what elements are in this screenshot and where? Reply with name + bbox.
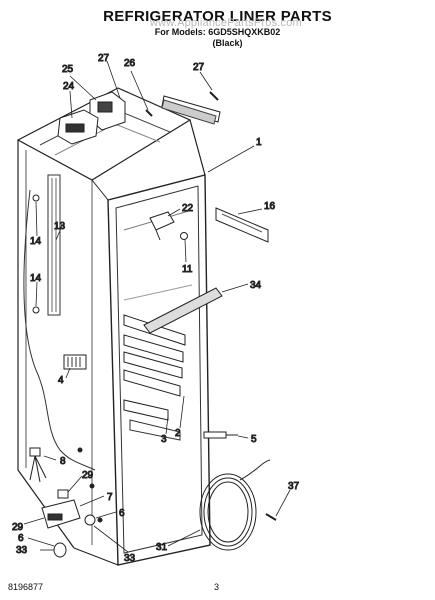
callout-22: 22 (182, 203, 194, 214)
page-title: REFRIGERATOR LINER PARTS (103, 8, 332, 25)
callout-numbers: 25 27 26 27 24 1 22 16 13 14 11 14 34 4 … (12, 53, 301, 565)
callout-6a: 6 (119, 508, 125, 519)
lamp-socket-7 (41, 499, 81, 529)
screw-27a (145, 109, 153, 117)
callout-33a: 33 (16, 545, 28, 556)
callout-25: 25 (62, 64, 74, 75)
callout-13: 13 (54, 221, 66, 232)
screw-14b (32, 306, 40, 314)
top-light-housing (57, 109, 99, 145)
callout-27a: 27 (98, 53, 110, 64)
models-line: For Models: 6GD5SHQXKB02 (154, 27, 281, 37)
color-line: (Black) (212, 38, 243, 48)
screw-14a (32, 194, 40, 202)
bracket-22 (149, 211, 175, 241)
liner-cabinet (16, 87, 211, 566)
callout-7: 7 (107, 492, 113, 503)
callout-31: 31 (156, 542, 168, 553)
bracket-16 (215, 207, 269, 243)
screw-37 (265, 513, 277, 521)
callout-16: 16 (264, 201, 276, 212)
bulb-33b (53, 542, 67, 558)
callout-5: 5 (251, 434, 257, 445)
leader-lines (23, 60, 291, 553)
callout-4: 4 (58, 375, 64, 386)
callout-27b: 27 (193, 62, 205, 73)
top-control-housing (89, 91, 126, 131)
vent-4 (63, 354, 87, 370)
callout-1: 1 (256, 137, 262, 148)
callout-34: 34 (250, 280, 262, 291)
tube-coil-31 (199, 459, 271, 551)
screw-27b (209, 91, 219, 101)
page-number: 3 (214, 582, 220, 592)
callout-14a: 14 (30, 236, 42, 247)
callout-33b: 33 (124, 553, 136, 564)
callout-2: 2 (175, 428, 181, 439)
screw-11 (180, 232, 188, 240)
watermark: www.AppliancePartsPros.com (150, 17, 302, 29)
callout-11: 11 (182, 264, 193, 275)
part-5 (203, 431, 238, 439)
switch-29 (57, 489, 69, 499)
callout-26: 26 (124, 58, 136, 69)
wire-harness-8 (29, 447, 47, 483)
callout-14b: 14 (30, 273, 42, 284)
bulb-33 (84, 514, 96, 526)
callout-6b: 6 (18, 533, 24, 544)
top-channel (161, 95, 221, 125)
support-bar-34 (143, 287, 223, 334)
callout-3: 3 (161, 434, 167, 445)
callout-37: 37 (288, 481, 300, 492)
document-number: 8196877 (8, 582, 44, 592)
callout-24: 24 (63, 81, 75, 92)
callout-29a: 29 (82, 470, 94, 481)
callout-8: 8 (60, 456, 66, 467)
callout-29b: 29 (12, 522, 24, 533)
